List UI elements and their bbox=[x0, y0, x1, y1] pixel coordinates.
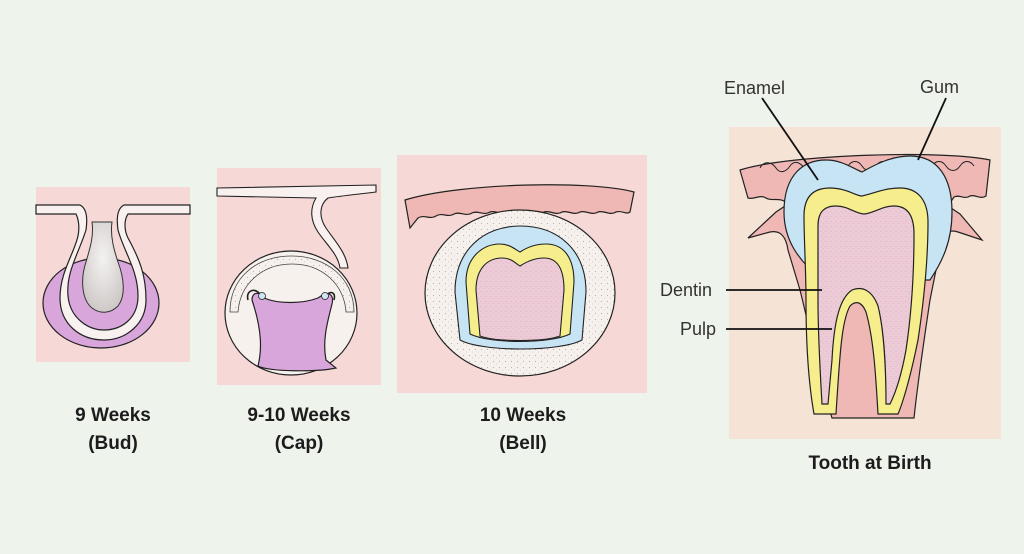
bell-caption-subtitle: (Bell) bbox=[499, 433, 547, 454]
bud-caption-title: 9 Weeks bbox=[75, 405, 151, 426]
bud-epithelium bbox=[35, 204, 191, 341]
cap-dental-papilla bbox=[251, 292, 338, 372]
bell-pulp bbox=[475, 257, 565, 342]
birth-caption-title: Tooth at Birth bbox=[808, 453, 932, 474]
bell-caption: 10 Weeks (Bell) bbox=[440, 402, 606, 458]
dentin-label: Dentin bbox=[660, 280, 713, 300]
enamel-leader bbox=[761, 97, 819, 181]
bud-stage-illustration bbox=[35, 187, 191, 362]
cap-loop-left bbox=[258, 292, 266, 300]
gum-label: Gum bbox=[920, 77, 960, 97]
birth-tooth-illustration bbox=[729, 127, 1001, 439]
cap-caption: 9-10 Weeks (Cap) bbox=[217, 402, 381, 458]
cap-caption-title: 9-10 Weeks bbox=[247, 405, 351, 426]
cap-caption-subtitle: (Cap) bbox=[274, 433, 324, 454]
pulp-label: Pulp bbox=[680, 319, 717, 339]
bell-caption-title: 10 Weeks bbox=[479, 405, 567, 426]
bud-caption: 9 Weeks (Bud) bbox=[38, 402, 188, 458]
cap-stellate-layer bbox=[229, 255, 355, 313]
birth-caption: Tooth at Birth bbox=[760, 450, 980, 478]
cap-stage-illustration bbox=[216, 168, 381, 385]
bud-caption-subtitle: (Bud) bbox=[88, 433, 138, 454]
gum-leader bbox=[917, 97, 947, 161]
bell-stage-illustration bbox=[397, 155, 647, 393]
bud-core bbox=[82, 221, 124, 313]
label-leaders bbox=[726, 97, 947, 330]
enamel-label: Enamel bbox=[724, 78, 786, 98]
cap-dental-lamina bbox=[216, 184, 377, 269]
cap-loop-right bbox=[321, 292, 329, 300]
birth-pulp bbox=[817, 205, 915, 405]
